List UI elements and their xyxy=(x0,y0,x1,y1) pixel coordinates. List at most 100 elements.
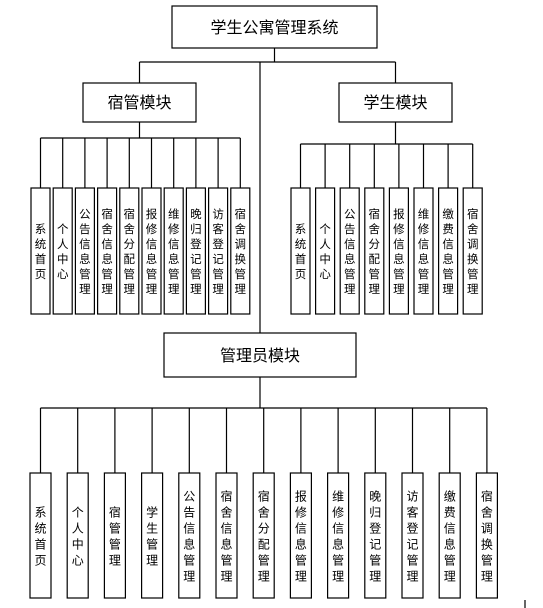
dorm-admin-function-box xyxy=(208,187,229,315)
admin-function-label: 宿舍信息管理 xyxy=(220,488,232,583)
admin-function-label: 维修信息管理 xyxy=(332,489,344,583)
admin-function-3: 宿管管理 xyxy=(103,472,127,599)
admin-function-box xyxy=(103,472,127,599)
module-dorm-admin: 宿管模块 xyxy=(82,82,197,123)
admin-function-label: 宿舍分配管理 xyxy=(258,488,270,583)
student-function-8: 宿舍调换管理 xyxy=(462,187,483,315)
dorm-admin-function-label: 宿舍信息管理 xyxy=(101,207,113,296)
dorm-admin-function-label: 晚归登记管理 xyxy=(190,207,202,296)
dorm-admin-function-box xyxy=(119,187,140,315)
admin-function-box xyxy=(29,472,52,599)
student-function-box xyxy=(438,187,459,315)
admin-function-box xyxy=(364,472,387,599)
student-function-box xyxy=(364,187,385,315)
student-function-label: 报修信息管理 xyxy=(393,207,405,296)
admin-function-12: 缴费信息管理 xyxy=(438,472,461,599)
dorm-admin-function-10: 宿舍调换管理 xyxy=(230,187,251,315)
dorm-admin-function-label: 维修信息管理 xyxy=(168,207,180,296)
student-function-label: 维修信息管理 xyxy=(418,207,430,296)
dorm-admin-function-2: 个人中心 xyxy=(52,187,73,315)
student-function-label: 宿舍调换管理 xyxy=(467,207,479,296)
admin-function-box xyxy=(475,472,498,599)
admin-function-8: 报修信息管理 xyxy=(289,472,312,599)
admin-function-box xyxy=(178,472,201,599)
dorm-admin-function-7: 维修信息管理 xyxy=(163,187,184,315)
dorm-admin-function-label: 个人中心 xyxy=(57,222,69,281)
dorm-admin-function-3: 公告信息管理 xyxy=(74,187,96,315)
dorm-admin-function-box xyxy=(52,187,73,315)
admin-function-box xyxy=(438,472,461,599)
dorm-admin-function-box xyxy=(141,187,162,315)
dorm-admin-function-box xyxy=(30,187,51,315)
admin-function-box xyxy=(141,472,164,599)
admin-function-box xyxy=(215,472,238,599)
student-function-label: 个人中心 xyxy=(319,222,331,281)
student-function-box xyxy=(290,187,311,315)
dorm-admin-function-box xyxy=(163,187,184,315)
student-function-5: 报修信息管理 xyxy=(388,187,409,315)
student-function-4: 宿舍分配管理 xyxy=(364,187,385,315)
dorm-admin-function-label: 报修信息管理 xyxy=(146,207,158,296)
admin-function-10: 晚归登记管理 xyxy=(364,472,387,599)
admin-function-2: 个人中心 xyxy=(66,472,89,599)
module-dorm-admin-label: 宿管模块 xyxy=(107,93,171,112)
module-admin-label: 管理员模块 xyxy=(220,346,300,365)
admin-function-1: 系统首页 xyxy=(29,472,52,599)
admin-function-13: 宿舍调换管理 xyxy=(475,472,498,599)
dorm-admin-function-label: 宿舍调换管理 xyxy=(235,207,247,296)
dorm-admin-function-label: 宿舍分配管理 xyxy=(124,207,136,296)
admin-function-label: 系统首页 xyxy=(34,505,46,567)
admin-function-box xyxy=(252,472,275,599)
student-function-3: 公告信息管理 xyxy=(339,187,360,315)
dorm-admin-function-label: 访客登记管理 xyxy=(212,207,224,296)
admin-function-label: 晚归登记管理 xyxy=(369,489,381,583)
admin-function-5: 公告信息管理 xyxy=(178,472,201,599)
student-function-label: 系统首页 xyxy=(295,222,307,281)
admin-function-box xyxy=(289,472,312,599)
admin-function-label: 访客登记管理 xyxy=(406,489,418,583)
student-function-label: 公告信息管理 xyxy=(344,207,356,296)
student-function-6: 维修信息管理 xyxy=(413,187,434,315)
admin-function-4: 学生管理 xyxy=(141,472,164,599)
dorm-admin-function-9: 访客登记管理 xyxy=(208,187,229,315)
dorm-admin-function-box xyxy=(96,187,118,315)
root-node: 学生公寓管理系统 xyxy=(171,5,378,49)
dorm-admin-function-4: 宿舍信息管理 xyxy=(96,187,118,315)
dorm-admin-function-box xyxy=(74,187,96,315)
admin-function-label: 报修信息管理 xyxy=(295,488,307,583)
module-admin: 管理员模块 xyxy=(163,332,357,378)
dorm-admin-function-box xyxy=(230,187,251,315)
student-function-box xyxy=(413,187,434,315)
student-function-box xyxy=(315,187,336,315)
admin-function-11: 访客登记管理 xyxy=(401,472,424,599)
dorm-admin-function-label: 公告信息管理 xyxy=(79,207,91,296)
admin-function-7: 宿舍分配管理 xyxy=(252,472,275,599)
student-function-label: 宿舍分配管理 xyxy=(369,207,381,296)
admin-function-6: 宿舍信息管理 xyxy=(215,472,238,599)
admin-function-box xyxy=(327,472,350,599)
admin-function-label: 缴费信息管理 xyxy=(444,488,456,583)
dorm-admin-function-1: 系统首页 xyxy=(30,187,51,315)
dorm-admin-function-5: 宿舍分配管理 xyxy=(119,187,140,315)
admin-function-9: 维修信息管理 xyxy=(327,472,350,599)
module-student-label: 学生模块 xyxy=(363,93,427,112)
student-function-label: 缴费信息管理 xyxy=(442,207,454,296)
admin-function-label: 宿管管理 xyxy=(109,504,121,567)
function-boxes: 系统首页个人中心公告信息管理宿舍信息管理宿舍分配管理报修信息管理维修信息管理晚归… xyxy=(29,187,498,599)
admin-function-label: 学生管理 xyxy=(146,504,158,567)
module-student: 学生模块 xyxy=(338,82,453,123)
student-function-box xyxy=(339,187,360,315)
dorm-admin-function-8: 晚归登记管理 xyxy=(185,187,206,315)
student-function-7: 缴费信息管理 xyxy=(438,187,459,315)
student-function-1: 系统首页 xyxy=(290,187,311,315)
admin-function-box xyxy=(66,472,89,599)
dorm-admin-function-label: 系统首页 xyxy=(35,222,47,281)
admin-function-label: 公告信息管理 xyxy=(183,489,195,583)
admin-function-label: 个人中心 xyxy=(72,505,84,567)
admin-function-box xyxy=(401,472,424,599)
admin-function-label: 宿舍调换管理 xyxy=(481,488,493,583)
dorm-admin-function-box xyxy=(185,187,206,315)
connector-lines xyxy=(39,48,488,473)
student-function-2: 个人中心 xyxy=(315,187,336,315)
